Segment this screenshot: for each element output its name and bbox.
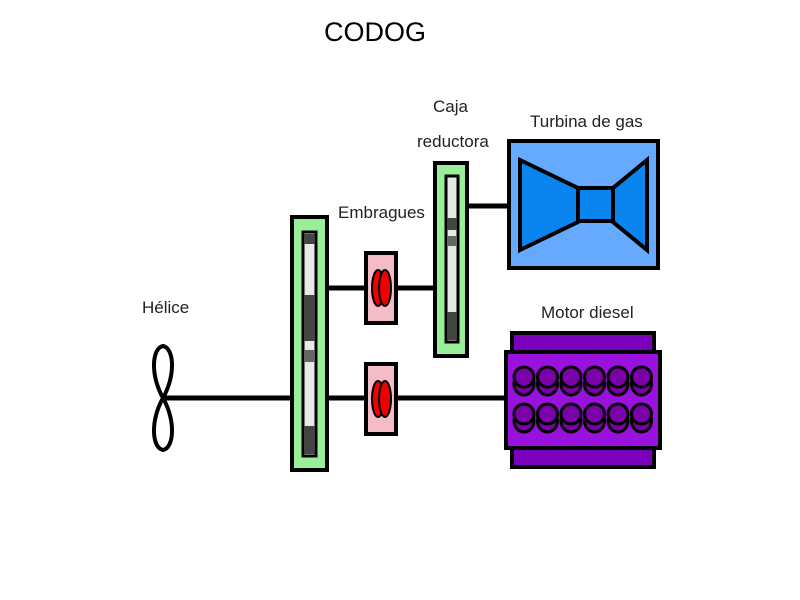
gearbox-label-line2: reductora — [417, 132, 489, 151]
gas-turbine — [507, 139, 660, 270]
cylinder-head — [606, 365, 630, 389]
cylinder-head — [536, 365, 559, 389]
clutch-upper — [364, 251, 398, 325]
cylinder-head — [583, 402, 606, 426]
cylinder-head — [559, 365, 583, 389]
propeller-icon — [152, 343, 174, 453]
diesel-engine-label: Motor diesel — [541, 303, 634, 322]
clutches-label: Embragues — [338, 203, 425, 222]
cylinder-head — [512, 365, 536, 389]
cylinder-head — [630, 365, 653, 389]
main-gearbox — [290, 215, 329, 472]
cylinder-head — [583, 365, 606, 389]
reduction-gearbox — [433, 161, 469, 358]
cylinder-head — [536, 402, 559, 426]
cylinder-head — [559, 402, 583, 426]
cylinder-head — [630, 402, 653, 426]
diesel-cylinders — [512, 365, 653, 434]
gearbox-label-line1: Caja — [433, 97, 469, 116]
diagram-title: CODOG — [323, 17, 426, 47]
diesel-engine — [504, 331, 662, 469]
cylinder-head — [606, 402, 630, 426]
propeller-label: Hélice — [142, 298, 189, 317]
gas-turbine-label: Turbina de gas — [530, 112, 643, 131]
clutch-lower — [364, 362, 398, 436]
cylinder-head — [512, 402, 536, 426]
